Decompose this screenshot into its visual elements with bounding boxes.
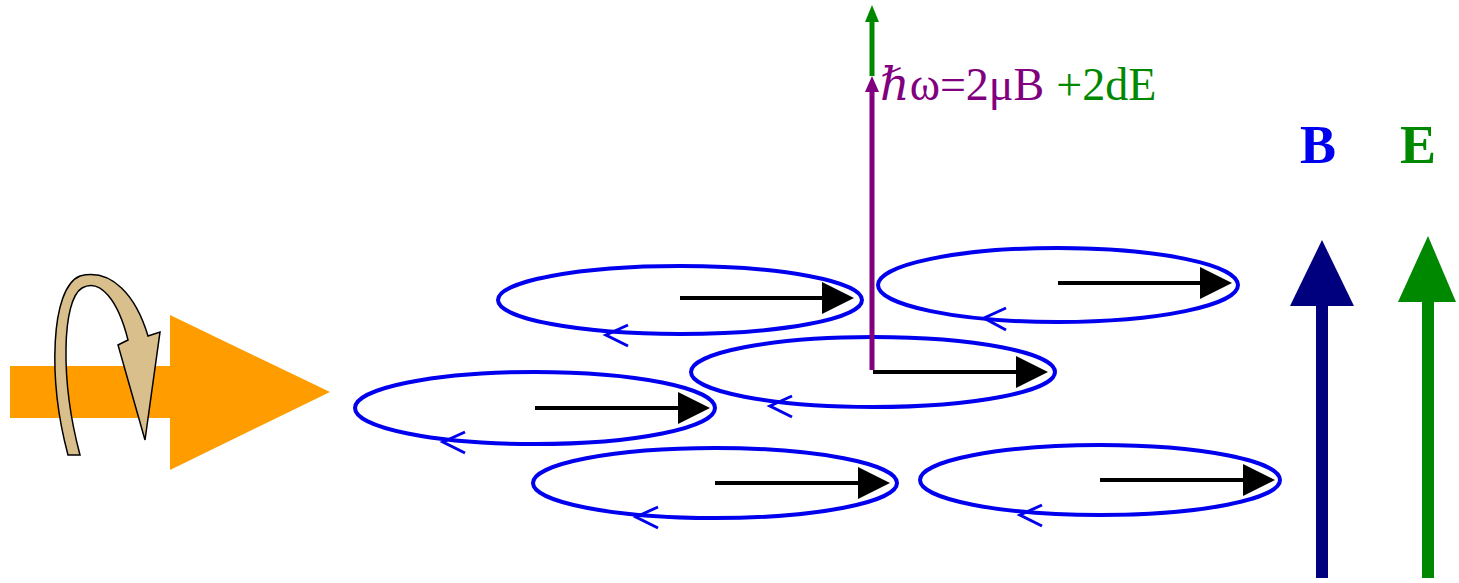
polarization-arrow [55,275,160,455]
rotation-heads [443,308,1042,528]
field-label: B [1300,118,1336,172]
field-arrows [1290,236,1456,578]
spin-vectors [535,283,1271,483]
precession-orbits [355,248,1280,518]
energy-arrow [865,5,879,370]
field-label: E [1400,118,1436,172]
edm-term: +2dE [1056,62,1156,108]
energy-formula: ℏω=2μB [880,62,1044,108]
